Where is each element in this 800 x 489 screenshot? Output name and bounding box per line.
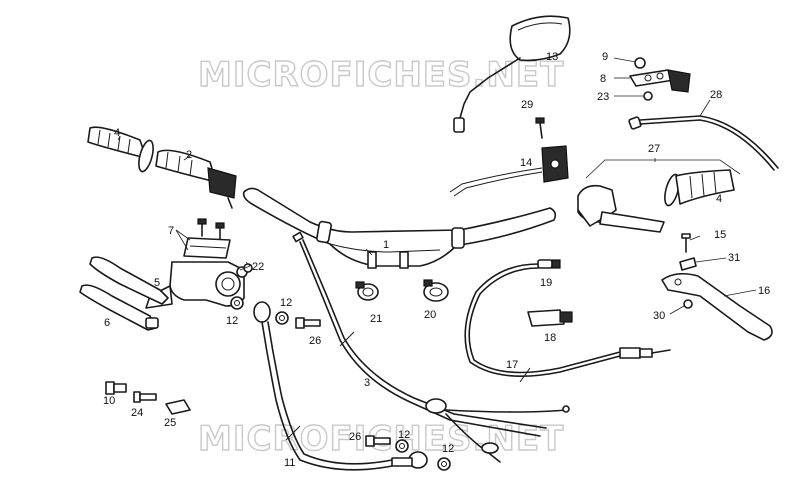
part-clamp-21 xyxy=(355,281,379,301)
part-grip-left xyxy=(87,126,154,173)
callout-12-b: 12 xyxy=(280,297,292,309)
callout-13: 13 xyxy=(546,51,558,63)
callout-11: 11 xyxy=(284,457,295,469)
part-connector-18 xyxy=(527,309,573,327)
leader-lines xyxy=(117,57,757,315)
callout-14: 14 xyxy=(520,157,532,169)
callout-4-left: 4 xyxy=(114,127,120,139)
callout-18: 18 xyxy=(544,332,556,344)
callout-10: 10 xyxy=(103,395,115,407)
part-brake-lever xyxy=(89,256,169,305)
part-throttle-grip xyxy=(155,149,237,209)
callout-22: 22 xyxy=(252,261,264,273)
callout-21: 21 xyxy=(370,313,382,325)
part-grip-right xyxy=(664,169,735,207)
callout-8: 8 xyxy=(600,73,606,85)
callout-25: 25 xyxy=(164,417,176,429)
part-clamp-20 xyxy=(423,279,449,302)
callout-28: 28 xyxy=(710,89,722,101)
part-reservoir-cover xyxy=(183,218,231,259)
callout-5: 5 xyxy=(154,277,160,289)
callout-6: 6 xyxy=(104,317,110,329)
part-lever-6 xyxy=(79,284,159,331)
callout-4-right: 4 xyxy=(716,193,722,205)
callout-24: 24 xyxy=(131,407,143,419)
part-banjo-bolts xyxy=(295,317,391,447)
part-bolt-15 xyxy=(681,233,691,253)
callout-9: 9 xyxy=(602,51,608,63)
part-throttle-cable xyxy=(292,231,570,463)
callout-15: 15 xyxy=(714,229,726,241)
callout-3: 3 xyxy=(364,377,370,389)
callout-2: 2 xyxy=(186,149,192,161)
callout-20: 20 xyxy=(424,309,436,321)
callout-27: 27 xyxy=(648,143,660,155)
callout-12-a: 12 xyxy=(226,315,238,327)
part-clutch-cable xyxy=(628,115,779,171)
callout-29: 29 xyxy=(521,99,533,111)
callout-7: 7 xyxy=(168,225,174,237)
part-kill-switch xyxy=(449,145,569,197)
callout-19: 19 xyxy=(540,277,552,289)
callout-30: 30 xyxy=(653,310,665,322)
part-switch-housing xyxy=(577,184,665,233)
callout-numbers: 1 2 3 4 4 5 6 7 8 9 10 11 12 12 12 12 13… xyxy=(103,51,770,469)
callout-17: 17 xyxy=(506,359,518,371)
part-brake-hose xyxy=(253,301,428,471)
part-fittings xyxy=(105,381,191,415)
part-adjuster-19 xyxy=(537,259,561,269)
callout-23: 23 xyxy=(597,91,609,103)
callout-1: 1 xyxy=(383,239,389,251)
part-perch-bracket xyxy=(629,57,691,101)
part-nut-30 xyxy=(683,299,693,309)
part-master-cylinder xyxy=(145,261,253,309)
callout-16: 16 xyxy=(758,285,770,297)
callout-26-b: 26 xyxy=(349,431,361,443)
part-washers xyxy=(230,296,451,471)
callout-12-d: 12 xyxy=(442,443,454,455)
callout-31: 31 xyxy=(728,252,740,264)
callout-12-c: 12 xyxy=(398,429,410,441)
watermark-top: MICROFICHES.NET xyxy=(198,55,564,95)
part-clutch-lever xyxy=(661,272,773,341)
callout-26-a: 26 xyxy=(309,335,321,347)
part-choke-cable xyxy=(464,263,671,383)
part-spring-31 xyxy=(679,257,697,271)
part-mirror xyxy=(453,15,571,133)
part-handlebar xyxy=(242,187,557,269)
part-screw-29 xyxy=(535,117,545,139)
